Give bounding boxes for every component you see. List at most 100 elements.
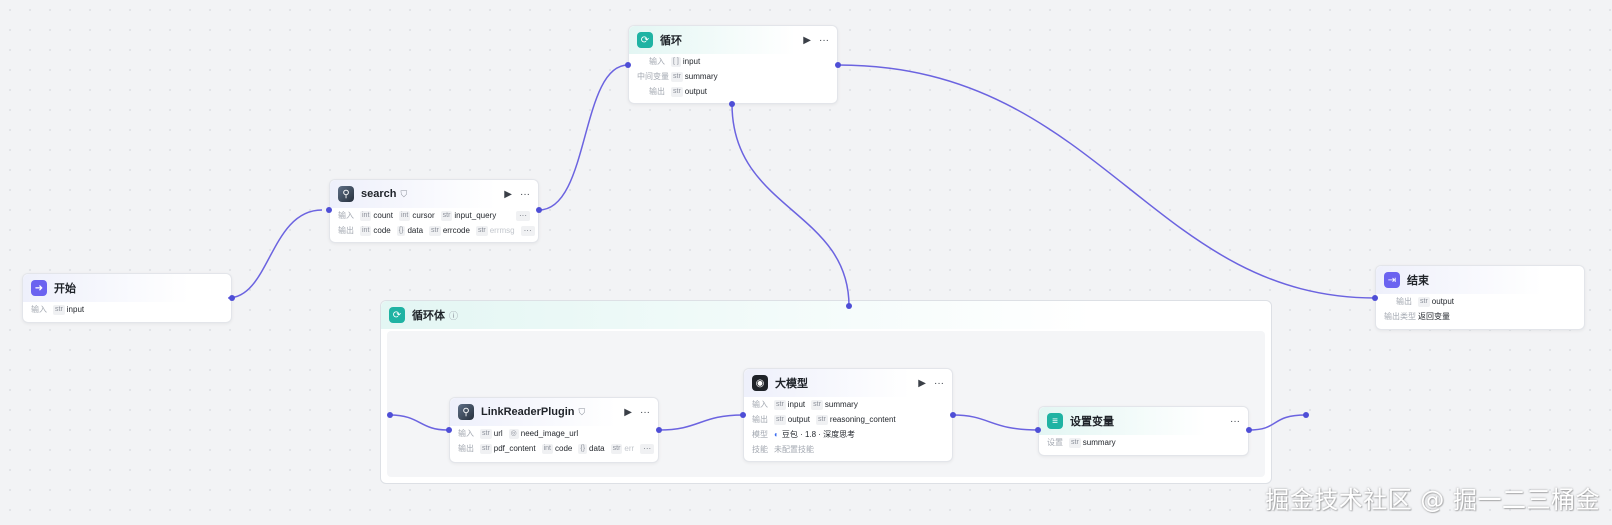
start-icon: ➜ bbox=[31, 280, 47, 296]
llm-node-title: 大模型 bbox=[775, 378, 808, 390]
llm-icon: ◉ bbox=[752, 375, 768, 391]
loop-input-port[interactable] bbox=[625, 62, 631, 68]
search-node-header[interactable]: ⚲ search ⛉ ▶ ··· bbox=[330, 180, 538, 208]
node-menu-button[interactable]: ··· bbox=[934, 377, 944, 389]
search-input-label: 输入 bbox=[338, 211, 354, 220]
loop-icon: ⟳ bbox=[637, 32, 653, 48]
search-output-port[interactable] bbox=[536, 207, 542, 213]
llm-node-header[interactable]: ◉ 大模型 ▶ ··· bbox=[744, 369, 952, 397]
model-logo-icon: ◐ bbox=[774, 430, 779, 439]
start-node-header[interactable]: ➜ 开始 bbox=[23, 274, 231, 302]
linkreader-output-label: 输出 bbox=[458, 444, 474, 453]
end-icon: ⇥ bbox=[1384, 272, 1400, 288]
set-variable-label: 设置 bbox=[1047, 438, 1063, 447]
loop-body-top-port[interactable] bbox=[846, 303, 852, 309]
node-menu-button[interactable]: ··· bbox=[640, 406, 650, 418]
run-button[interactable]: ▶ bbox=[803, 34, 811, 46]
loop-output-port[interactable] bbox=[835, 62, 841, 68]
loop-body-port[interactable] bbox=[729, 101, 735, 107]
end-output-label: 输出 bbox=[1396, 297, 1412, 306]
llm-model-label: 模型 bbox=[752, 430, 768, 439]
more-params-button[interactable]: ··· bbox=[640, 443, 655, 454]
end-mode-label: 输出类型 bbox=[1384, 312, 1416, 321]
node-menu-button[interactable]: ··· bbox=[819, 34, 829, 46]
llm-output-port[interactable] bbox=[950, 412, 956, 418]
param-chip: [ ]input bbox=[671, 56, 701, 67]
linkreader-input-label: 输入 bbox=[458, 429, 474, 438]
run-button[interactable]: ▶ bbox=[624, 406, 632, 418]
variable-icon: ≡ bbox=[1047, 413, 1063, 429]
wire-loop-to-end[interactable] bbox=[837, 64, 1376, 299]
info-icon[interactable]: ⓘ bbox=[449, 310, 459, 321]
search-node-title: search bbox=[361, 188, 397, 200]
set-variable-node-title: 设置变量 bbox=[1070, 416, 1114, 428]
loop-input-label: 输入 bbox=[649, 57, 665, 66]
wire-start-to-search[interactable] bbox=[227, 209, 323, 299]
param-chip: {}data bbox=[396, 225, 424, 236]
end-node-header[interactable]: ⇥ 结束 bbox=[1376, 266, 1584, 294]
search-plugin-icon: ⚲ bbox=[338, 186, 354, 202]
wire-search-to-loop[interactable] bbox=[538, 64, 629, 211]
linkreader-plugin-icon: ⚲ bbox=[458, 404, 474, 420]
set-variable-output-port[interactable] bbox=[1246, 427, 1252, 433]
loop-node-title: 循环 bbox=[660, 35, 682, 47]
set-variable-input-port[interactable] bbox=[1035, 427, 1041, 433]
loop-icon: ⟳ bbox=[389, 307, 405, 323]
loop-body-start-port[interactable] bbox=[387, 412, 393, 418]
node-menu-button[interactable]: ··· bbox=[1230, 415, 1240, 427]
run-button[interactable]: ▶ bbox=[504, 188, 512, 200]
more-params-button[interactable]: ··· bbox=[516, 210, 530, 221]
plugin-badge-icon: ⛉ bbox=[400, 188, 408, 199]
loop-body-header[interactable]: ⟳ 循环体 ⓘ bbox=[381, 301, 1271, 329]
start-node-title: 开始 bbox=[54, 283, 76, 295]
more-params-button[interactable]: ··· bbox=[520, 225, 535, 236]
model-chip: ◐豆包 · 1.8 · 深度思考 bbox=[774, 430, 856, 439]
linkreader-output-port[interactable] bbox=[656, 427, 662, 433]
llm-input-port[interactable] bbox=[740, 412, 746, 418]
loop-node-header[interactable]: ⟳ 循环 ▶ ··· bbox=[629, 26, 837, 54]
loop-body-end-port[interactable] bbox=[1303, 412, 1309, 418]
linkreader-node-header[interactable]: ⚲ LinkReaderPlugin ⛉ ▶ ··· bbox=[450, 398, 658, 426]
node-menu-button[interactable]: ··· bbox=[520, 188, 530, 200]
llm-skill-row: 技能 未配置技能 bbox=[744, 442, 952, 457]
linkreader-input-port[interactable] bbox=[446, 427, 452, 433]
search-input-port[interactable] bbox=[326, 207, 332, 213]
end-mode-value: 返回变量 bbox=[1418, 312, 1450, 321]
end-input-port[interactable] bbox=[1372, 295, 1378, 301]
loop-mid-label: 中间变量 bbox=[637, 72, 669, 81]
wire-loop-to-body[interactable] bbox=[731, 103, 850, 307]
loop-body-title: 循环体 bbox=[412, 310, 445, 322]
watermark: 掘金技术社区 @ 掘一二三桶金 bbox=[1265, 486, 1600, 514]
start-output-port[interactable] bbox=[229, 295, 235, 301]
set-variable-node-header[interactable]: ≡ 设置变量 ··· bbox=[1039, 407, 1248, 435]
run-button[interactable]: ▶ bbox=[918, 377, 926, 389]
